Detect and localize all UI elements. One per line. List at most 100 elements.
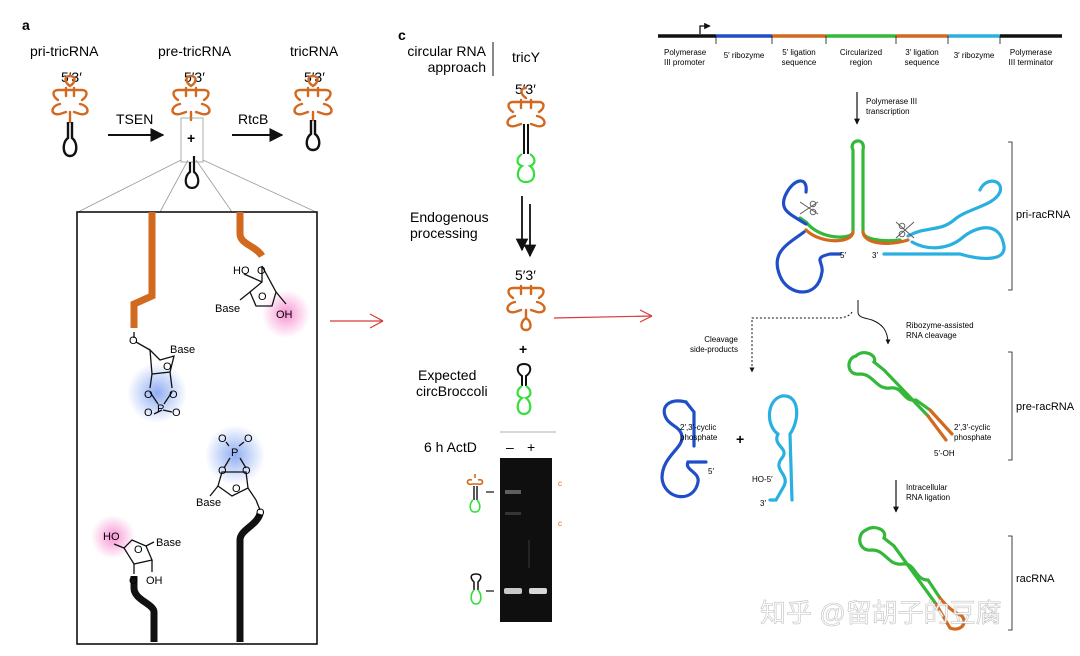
actd-minus: – [506, 439, 514, 455]
o-label-p5: O [218, 465, 227, 477]
expected-line-2: circBroccoli [416, 383, 488, 399]
construct-5-ligation-line1: 5′ ligation [782, 48, 816, 57]
pri-racrna-label: pri-racRNA [1016, 209, 1071, 221]
endogenous-line-1: Endogenous [410, 209, 489, 225]
o-label-2prime: O [144, 389, 153, 401]
zoom-box [180, 117, 204, 163]
pri-racrna-structure [775, 139, 1006, 294]
ho-label-top: HO [233, 265, 250, 277]
approach-line-1: circular RNA [407, 43, 486, 59]
pre-tricrna-structure [171, 74, 211, 122]
circbroccoli-structure [516, 362, 532, 416]
o-label-p3: O [218, 433, 227, 445]
construct-promoter-line1: Polymerase [664, 48, 707, 57]
scissors-icon-left [799, 200, 819, 216]
pre-cyclic-line2: phosphate [954, 433, 992, 442]
construct-terminator-line2: III terminator [1009, 58, 1054, 67]
construct-circularized-line2: region [850, 58, 872, 67]
construct-3-ribozyme: 3′ ribozyme [954, 51, 995, 60]
construct-terminator-line1: Polymerase [1010, 48, 1053, 57]
pri-racrna-bracket [1008, 141, 1013, 291]
base-label-bottom-right: Base [196, 497, 221, 509]
o-label-p2: O [172, 407, 181, 419]
scissors-icon-right [895, 221, 915, 239]
pri-5prime: 5′ [840, 251, 846, 260]
construct-promoter-line2: III promoter [664, 58, 705, 67]
o-label-3prime-bottom: O [129, 575, 138, 587]
ribozyme-cleavage-line1: Ribozyme-assisted [906, 321, 974, 330]
endogenous-line-2: processing [410, 225, 478, 241]
blue-5prime: 5′ [708, 467, 714, 476]
pre-cyclic-line1: 2′,3′-cyclic [954, 423, 990, 432]
p-label-cyclic: P [157, 403, 164, 415]
base-label-left: Base [170, 344, 195, 356]
actd-plus: + [527, 439, 535, 455]
pol3-line2: transcription [866, 107, 910, 116]
chemistry-box [76, 211, 318, 645]
panel-c: c circular RNA approach tricY 5′3′ Endog… [398, 27, 562, 622]
racrna-structure [858, 525, 966, 631]
watermark: 知乎 @留胡子的豆腐 [760, 598, 1002, 628]
cyan-ribozyme-fragment [767, 394, 799, 502]
black-strand-right [236, 512, 264, 642]
o-label-5prime: O [129, 335, 138, 347]
ribose-phosphate-bottom [209, 441, 261, 511]
racrna-label: racRNA [1016, 573, 1055, 585]
pol3-line1: Polymerase III [866, 97, 917, 106]
side-products-arrow [749, 311, 853, 373]
racrna-bracket [1008, 535, 1013, 631]
pre-tricrna-label: pre-tricRNA [158, 43, 232, 59]
construct-5-ribozyme: 5′ ribozyme [724, 51, 765, 60]
ribozyme-cleavage-line2: RNA cleavage [906, 331, 957, 340]
panel-c-label: c [398, 27, 406, 43]
pri-tricrna-structure [51, 74, 89, 158]
gel-band-tricrna [505, 490, 521, 494]
oh-label-top: OH [276, 309, 293, 321]
base-label-bottom-left: Base [156, 537, 181, 549]
tsen-label: TSEN [116, 111, 153, 127]
cyan-3prime: 3′ [760, 499, 766, 508]
ribose-top-right [239, 265, 287, 307]
blue-cyclic-line2: phosphate [680, 433, 718, 442]
ring-o-bottom: O [232, 483, 241, 495]
o-label-3prime: O [169, 389, 178, 401]
pre-plus: + [187, 130, 195, 146]
ring-o-top: O [258, 291, 267, 303]
panel-a: a pri-tricRNA pre-tricRNA tricRNA 5′3′ 5… [22, 17, 339, 645]
cleavage-side-line1: Cleavage [704, 335, 738, 344]
rtcb-label: RtcB [238, 111, 268, 127]
construct-circularized-line1: Circularized [840, 48, 882, 57]
ring-o-bottom-left: O [134, 544, 143, 556]
tricy-structure [506, 86, 546, 184]
phosphate-glow-bottom [205, 425, 265, 485]
construct-3-ligation-line1: 3′ ligation [905, 48, 939, 57]
pre-5oh: 5′-OH [934, 449, 955, 458]
panel-racrna: Polymerase III promoter 5′ ribozyme 5′ l… [658, 22, 1075, 631]
side-products-plus: + [736, 431, 744, 447]
ligation-line1: Intracellular [906, 483, 948, 492]
base-label-top: Base [215, 303, 240, 315]
pre-racrna-structure [847, 351, 954, 442]
pre-racrna-label: pre-racRNA [1016, 401, 1075, 413]
o-label-p6: O [242, 465, 251, 477]
actd-label: 6 h ActD [424, 439, 477, 455]
product-plus: + [519, 341, 527, 357]
orange-strand-left [130, 212, 156, 328]
tricrna-product [506, 284, 546, 332]
black-strand-left [130, 576, 158, 642]
product-ends: 5′3′ [515, 267, 536, 283]
blue-cyclic-line1: 2′,3′-cyclic [680, 423, 716, 432]
tricrna-structure [293, 74, 333, 152]
oh-label-bottom: OH [146, 575, 163, 587]
pri-3prime: 3′ [872, 251, 878, 260]
approach-line-2: approach [428, 59, 486, 75]
red-arrow-2 [553, 309, 653, 323]
expected-line-1: Expected [418, 367, 476, 383]
o-label-p4: O [244, 433, 253, 445]
ho5-label: HO-5′ [752, 475, 773, 484]
gel-image [500, 458, 552, 622]
cleavage-arrow [857, 300, 891, 345]
o-label-top: O [257, 265, 266, 277]
ho-label-bottom: HO [103, 531, 120, 543]
promoter-arrow-icon [699, 22, 711, 34]
